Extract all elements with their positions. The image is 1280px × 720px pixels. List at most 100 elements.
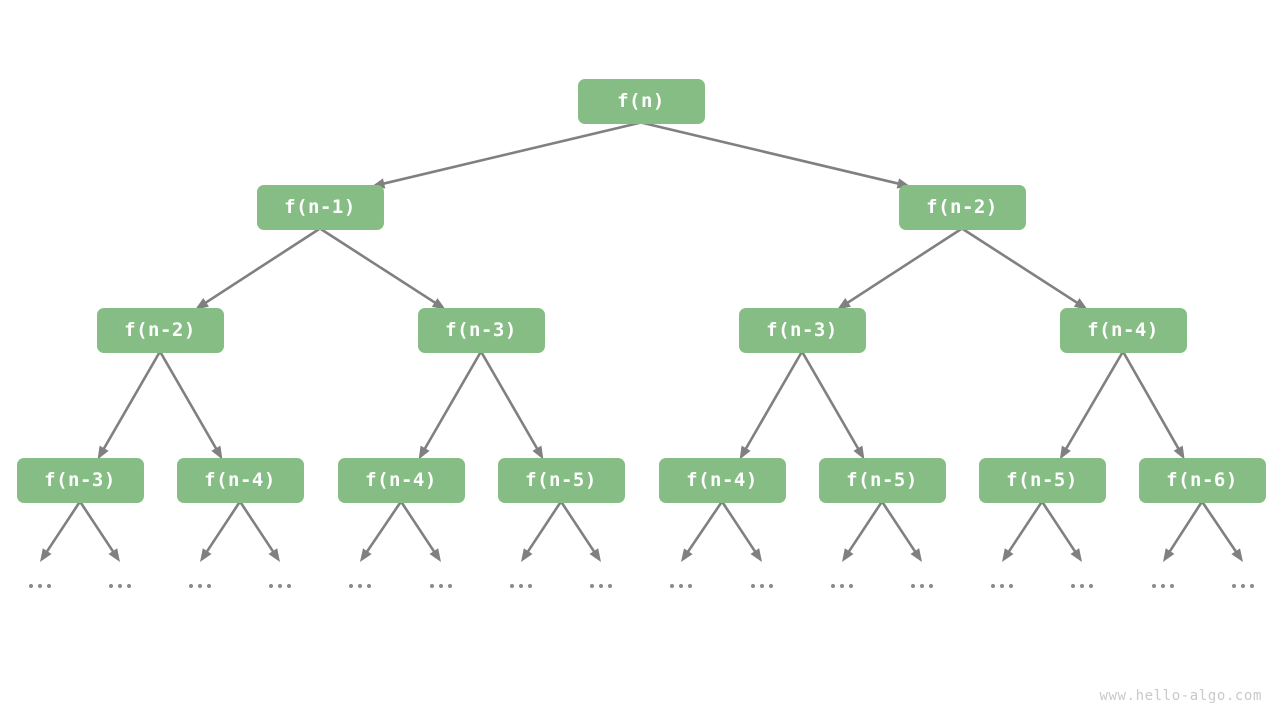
tree-node-l2n0[interactable]: f(n-2) (96, 307, 224, 353)
tree-node-l1n0[interactable]: f(n-1) (256, 184, 384, 230)
ellipsis-marker (338, 578, 382, 594)
edge-arrowhead-icon (360, 548, 372, 562)
tree-edge (559, 500, 601, 562)
edge-arrowhead-icon (681, 548, 693, 562)
edge-line (422, 350, 483, 452)
tree-node-l0n0[interactable]: f(n) (577, 78, 705, 124)
tree-node-l3n7[interactable]: f(n-6) (1138, 457, 1266, 503)
ellipsis-dot (448, 584, 452, 588)
tree-edge (97, 350, 162, 460)
ellipsis-dot (1161, 584, 1165, 588)
ellipsis-marker (579, 578, 623, 594)
tree-node-l3n4[interactable]: f(n-4) (658, 457, 786, 503)
ellipsis-dot (349, 584, 353, 588)
edge-line (880, 500, 918, 555)
ellipsis-dot (1232, 584, 1236, 588)
ellipsis-dot (278, 584, 282, 588)
ellipsis-marker (900, 578, 944, 594)
ellipsis-dot (287, 584, 291, 588)
tree-node-l3n6[interactable]: f(n-5) (978, 457, 1106, 503)
tree-edge (521, 500, 563, 562)
ellipsis-dot (38, 584, 42, 588)
edge-arrowhead-icon (195, 298, 209, 310)
ellipsis-dot (679, 584, 683, 588)
edge-arrowhead-icon (1059, 445, 1071, 460)
ellipsis-marker (1141, 578, 1185, 594)
tree-edge (1163, 500, 1204, 562)
ellipsis-dot (991, 584, 995, 588)
tree-edge (880, 500, 922, 562)
ellipsis-dot (920, 584, 924, 588)
ellipsis-dot (911, 584, 915, 588)
ellipsis-marker (1221, 578, 1265, 594)
ellipsis-dot (1250, 584, 1254, 588)
edge-line (364, 500, 403, 555)
tree-node-label: f(n-1) (284, 196, 356, 218)
tree-node-label: f(n-4) (365, 469, 437, 491)
edge-arrowhead-icon (418, 445, 430, 460)
ellipsis-marker (258, 578, 302, 594)
ellipsis-marker (178, 578, 222, 594)
tree-node-label: f(n-3) (445, 319, 517, 341)
edge-line (238, 500, 276, 555)
tree-node-l1n1[interactable]: f(n-2) (898, 184, 1026, 230)
edge-arrowhead-icon (429, 548, 441, 562)
ellipsis-dot (849, 584, 853, 588)
tree-node-label: f(n-2) (124, 319, 196, 341)
edge-line (158, 350, 219, 452)
edge-line (399, 500, 437, 555)
tree-node-label: f(n-5) (1006, 469, 1078, 491)
edge-arrowhead-icon (1231, 548, 1243, 562)
ellipsis-dot (519, 584, 523, 588)
tree-node-l3n5[interactable]: f(n-5) (818, 457, 946, 503)
tree-edge (837, 227, 963, 310)
edge-arrowhead-icon (1002, 548, 1014, 562)
tree-node-l3n2[interactable]: f(n-4) (337, 457, 465, 503)
edge-arrowhead-icon (750, 548, 762, 562)
tree-edge (961, 227, 1088, 310)
tree-node-l2n1[interactable]: f(n-3) (417, 307, 545, 353)
edge-arrowhead-icon (268, 548, 280, 562)
edge-arrowhead-icon (1173, 445, 1185, 460)
tree-node-l2n2[interactable]: f(n-3) (738, 307, 866, 353)
tree-node-l2n3[interactable]: f(n-4) (1059, 307, 1187, 353)
tree-node-label: f(n-6) (1166, 469, 1238, 491)
ellipsis-dot (688, 584, 692, 588)
tree-node-label: f(n-2) (926, 196, 998, 218)
ellipsis-dot (769, 584, 773, 588)
ellipsis-dot (929, 584, 933, 588)
tree-edge (720, 500, 762, 562)
ellipsis-dot (590, 584, 594, 588)
tree-node-l3n3[interactable]: f(n-5) (497, 457, 625, 503)
edge-arrowhead-icon (837, 298, 851, 310)
edge-line (800, 350, 861, 452)
ellipsis-dot (760, 584, 764, 588)
tree-node-label: f(n-4) (1087, 319, 1159, 341)
edge-line (1063, 350, 1125, 452)
ellipsis-dot (1080, 584, 1084, 588)
tree-edge (418, 350, 483, 460)
edge-line (78, 500, 116, 555)
ellipsis-dot (670, 584, 674, 588)
ellipsis-dot (831, 584, 835, 588)
ellipsis-dot (439, 584, 443, 588)
ellipsis-dot (1089, 584, 1093, 588)
tree-edge (319, 227, 446, 310)
ellipsis-dot (1152, 584, 1156, 588)
tree-edge (681, 500, 724, 562)
tree-node-label: f(n-5) (846, 469, 918, 491)
edge-line (525, 500, 563, 555)
tree-node-l3n0[interactable]: f(n-3) (16, 457, 144, 503)
edge-arrowhead-icon (108, 548, 120, 562)
tree-edge (158, 350, 223, 460)
tree-edge (200, 500, 242, 562)
ellipsis-dot (751, 584, 755, 588)
edge-line (1006, 500, 1044, 555)
edge-line (319, 227, 438, 306)
tree-edge (371, 121, 642, 189)
tree-node-label: f(n-5) (525, 469, 597, 491)
tree-node-l3n1[interactable]: f(n-4) (176, 457, 304, 503)
tree-edge (800, 350, 865, 460)
edge-line (961, 227, 1080, 306)
